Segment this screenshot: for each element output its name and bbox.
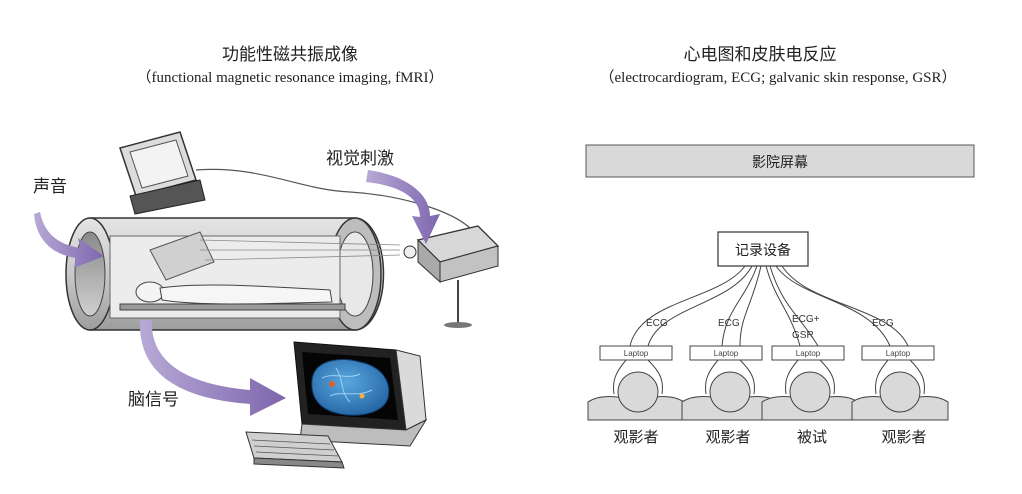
laptop-4 — [861, 345, 935, 361]
role-label-4: 观影者 — [881, 428, 926, 446]
person-head-1 — [617, 371, 659, 413]
laptop-3 — [771, 345, 845, 361]
fmri-subtitle: （functional magnetic resonance imaging, … — [136, 70, 444, 86]
visual-arrow — [366, 170, 440, 244]
laptop-label-1: Laptop — [624, 349, 649, 358]
signal-label-3a: ECG+ — [792, 314, 820, 325]
recording-device — [717, 231, 809, 267]
recording-device-label: 记录设备 — [735, 242, 791, 259]
laptop-label-4: Laptop — [886, 349, 911, 358]
signal-label-1: ECG — [646, 318, 668, 329]
signal-label-4: ECG — [872, 318, 894, 329]
signal-label-3b: GSR — [792, 330, 814, 341]
signal-wires — [613, 265, 925, 395]
projector — [403, 225, 500, 328]
signal-label-2: ECG — [718, 318, 740, 329]
laptop-2 — [689, 345, 763, 361]
laptop-label-2: Laptop — [714, 349, 739, 358]
ecg-gsr-title: 心电图和皮肤电反应 — [683, 45, 837, 65]
role-label-1: 观影者 — [613, 428, 658, 446]
cinema-screen — [585, 144, 975, 178]
laptop-1 — [599, 345, 673, 361]
cable — [195, 168, 471, 229]
role-label-3: 被试 — [797, 428, 827, 446]
person-head-4 — [879, 371, 921, 413]
brain-display-monitor — [245, 341, 428, 469]
control-monitor — [119, 131, 206, 215]
laptop-label-3: Laptop — [796, 349, 821, 358]
person-head-2 — [709, 371, 751, 413]
brain-signal-label: 脑信号 — [128, 390, 179, 410]
fmri-title: 功能性磁共振成像 — [222, 45, 358, 65]
sound-arrow — [34, 212, 104, 268]
mri-scanner — [65, 217, 401, 331]
participants — [587, 371, 949, 421]
person-head-3 — [789, 371, 831, 413]
sound-label: 声音 — [33, 177, 67, 197]
role-label-2: 观影者 — [705, 428, 750, 446]
ecg-gsr-subtitle: （electrocardiogram, ECG; galvanic skin r… — [599, 70, 957, 86]
visual-stimulus-label: 视觉刺激 — [326, 149, 394, 169]
laptops — [599, 345, 935, 361]
brain-signal-arrow — [139, 320, 286, 416]
cinema-screen-label: 影院屏幕 — [752, 155, 808, 171]
